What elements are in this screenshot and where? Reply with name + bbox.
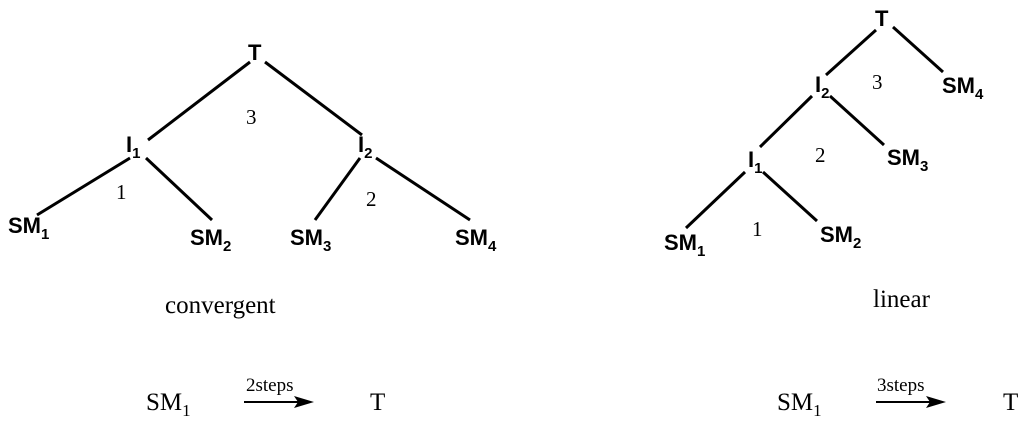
- equation-target: T: [1003, 389, 1018, 416]
- node-starting-material-3: SM3: [887, 145, 928, 175]
- node-starting-material-3: SM3: [290, 225, 331, 255]
- node-target: T: [875, 6, 889, 31]
- linear-tree: T I2 I1 SM4 SM3 SM1 SM2 3 2 1 linear SM1…: [664, 6, 1018, 420]
- arrow-label: 2steps: [246, 375, 294, 396]
- node-starting-material-1: SM1: [8, 213, 49, 243]
- node-intermediate-2: I2: [358, 132, 372, 162]
- node-starting-material-4: SM4: [455, 225, 497, 255]
- step-number-3: 3: [246, 105, 257, 129]
- step-number-3: 3: [872, 70, 883, 94]
- arrow-label: 3steps: [877, 375, 925, 396]
- bond-i2-sm3: [313, 157, 362, 221]
- bond-i2-i1: [758, 94, 814, 149]
- node-intermediate-1: I1: [748, 147, 762, 177]
- arrow-head: [294, 396, 314, 408]
- equation-start: SM1: [777, 389, 822, 420]
- caption-linear: linear: [873, 286, 931, 313]
- arrow-head: [926, 396, 946, 408]
- equation-convergent: SM1 2steps T: [146, 375, 385, 420]
- node-intermediate-2: I2: [815, 72, 829, 102]
- convergent-tree: T I1 I2 SM1 SM2 SM3 SM4 1 2 3 convergent…: [8, 40, 497, 420]
- bond-t-sm4: [891, 25, 945, 74]
- bond-t-i2: [264, 60, 363, 137]
- bond-i2-sm3: [828, 94, 886, 147]
- caption-convergent: convergent: [165, 292, 276, 319]
- step-number-2: 2: [366, 187, 377, 211]
- node-starting-material-2: SM2: [820, 222, 861, 252]
- bond-i1-sm2: [761, 170, 819, 223]
- node-target: T: [248, 40, 262, 65]
- node-starting-material-2: SM2: [190, 225, 231, 255]
- equation-start: SM1: [146, 389, 191, 420]
- step-number-2: 2: [815, 143, 826, 167]
- bond-i1-sm1: [684, 170, 747, 230]
- bond-i1-sm1: [36, 156, 131, 217]
- step-number-1: 1: [752, 217, 763, 241]
- bond-i2-sm4: [375, 156, 471, 222]
- node-starting-material-4: SM4: [942, 73, 984, 103]
- bond-i1-sm2: [144, 156, 214, 222]
- node-starting-material-1: SM1: [664, 230, 705, 260]
- step-number-1: 1: [116, 180, 127, 204]
- bond-t-i2: [824, 28, 878, 77]
- node-intermediate-1: I1: [126, 132, 140, 162]
- equation-target: T: [370, 389, 385, 416]
- bond-t-i1: [147, 60, 251, 142]
- equation-linear: SM1 3steps T: [777, 375, 1018, 420]
